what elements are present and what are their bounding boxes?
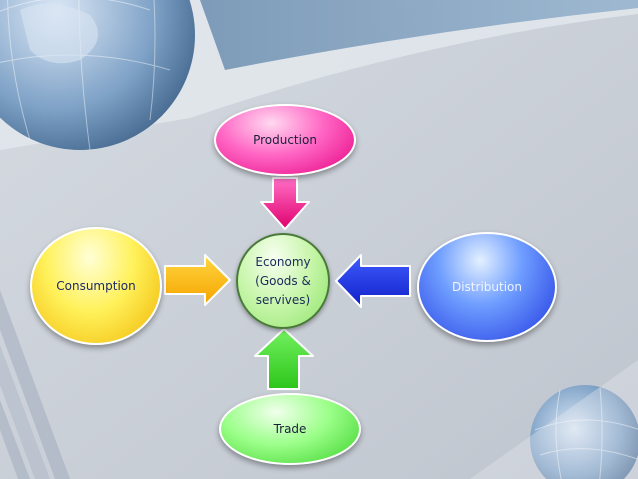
- node-distribution: Distribution: [417, 232, 557, 342]
- node-consumption: Consumption: [30, 227, 162, 345]
- economy-label-line1: Economy: [255, 254, 311, 269]
- economy-label-line3: servives): [255, 292, 311, 307]
- arrow-up-trade: [254, 328, 314, 390]
- arrow-right-consumption: [164, 254, 231, 306]
- arrow-left-distribution: [335, 254, 411, 308]
- node-consumption-label: Consumption: [56, 279, 136, 293]
- node-production: Production: [214, 104, 356, 176]
- node-production-label: Production: [253, 133, 317, 147]
- node-distribution-label: Distribution: [451, 280, 522, 294]
- decorative-stripes: [0, 290, 70, 479]
- small-globe-icon: [530, 385, 638, 479]
- globe-icon: [0, 0, 195, 151]
- arrow-down-production: [260, 177, 310, 230]
- economy-label-line2: (Goods &: [255, 273, 311, 288]
- node-trade-label: Trade: [273, 422, 307, 436]
- node-trade: Trade: [219, 393, 361, 465]
- node-economy-center: Economy (Goods & servives): [236, 233, 330, 329]
